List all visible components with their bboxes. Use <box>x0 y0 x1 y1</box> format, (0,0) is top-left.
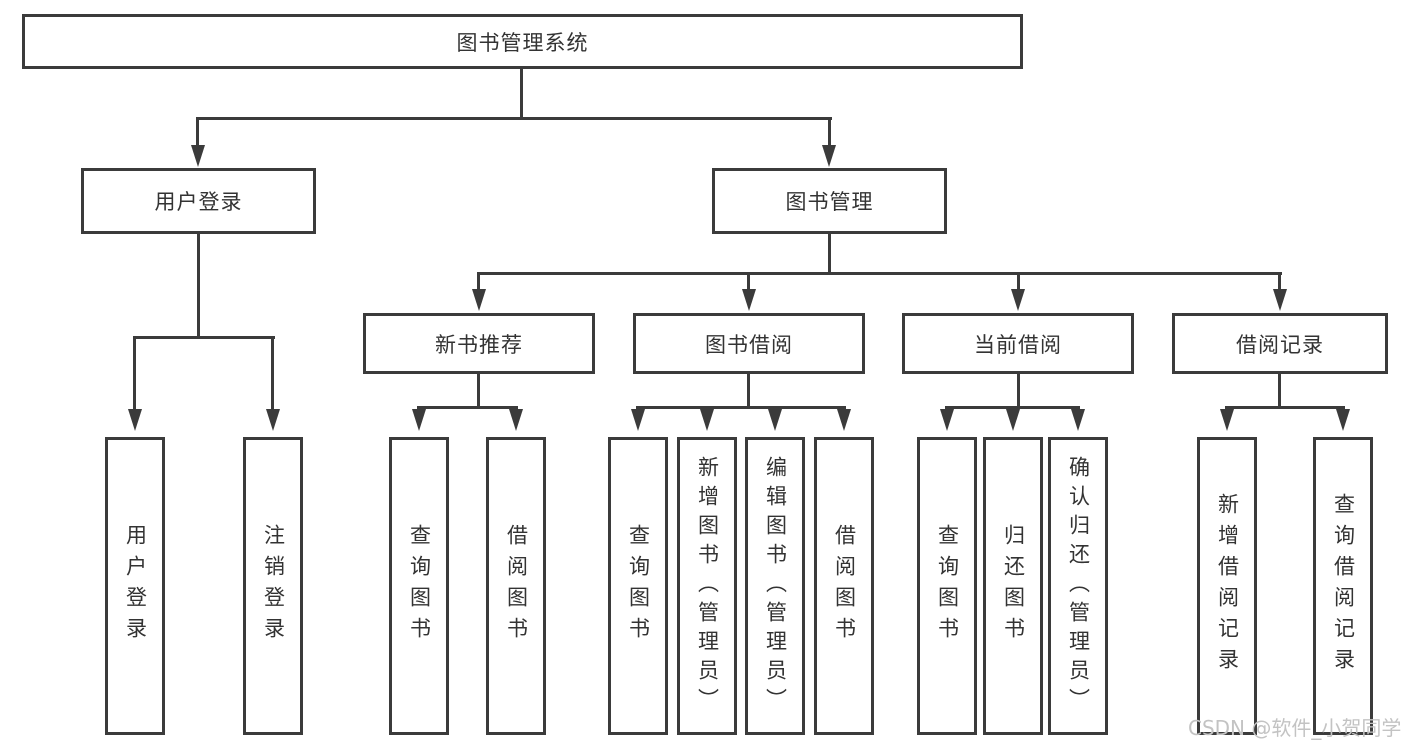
leaf-logout: 注销登录 <box>243 437 303 735</box>
leaf-current-return-books: 归还图书 <box>983 437 1043 735</box>
node-borrow-records-label: 借阅记录 <box>1236 332 1324 357</box>
leaf-borrow-lend-books-label: 借阅图书 <box>832 524 857 648</box>
leaf-records-add-record-label: 新增借阅记录 <box>1215 493 1240 679</box>
leaf-records-query-record: 查询借阅记录 <box>1313 437 1373 735</box>
arrow-leaf-borrow-query <box>631 409 645 431</box>
connector-root-distributor <box>196 117 832 120</box>
arrow-leaf-borrow-edit <box>768 409 782 431</box>
node-book-borrow-label: 图书借阅 <box>705 332 793 357</box>
leaf-borrow-query-books-label: 查询图书 <box>626 524 651 648</box>
connector-records-distributor <box>1225 406 1345 409</box>
leaf-logout-label: 注销登录 <box>261 524 286 648</box>
node-user-login-label: 用户登录 <box>154 190 243 214</box>
leaf-borrow-edit-books-admin: 编辑图书（管理员） <box>745 437 805 735</box>
connector-book-management-stem <box>828 234 831 275</box>
connector-current-stem <box>1017 374 1020 409</box>
arrow-leaf-borrow-add <box>700 409 714 431</box>
leaf-current-confirm-return-admin: 确认归还（管理员） <box>1048 437 1108 735</box>
arrow-user-login <box>191 145 205 167</box>
leaf-user-login-label: 用户登录 <box>123 524 148 648</box>
node-borrow-records: 借阅记录 <box>1172 313 1388 374</box>
arrow-records <box>1273 289 1287 311</box>
leaf-borrow-query-books: 查询图书 <box>608 437 668 735</box>
leaf-borrow-add-books-admin: 新增图书（管理员） <box>677 437 737 735</box>
leaf-current-query-books: 查询图书 <box>917 437 977 735</box>
node-book-management-label: 图书管理 <box>785 190 874 214</box>
node-book-borrow: 图书借阅 <box>633 313 865 374</box>
connector-borrow-distributor <box>636 406 846 409</box>
arrow-leaf-current-return <box>1006 409 1020 431</box>
connector-recommend-distributor <box>417 406 518 409</box>
leaf-current-return-books-label: 归还图书 <box>1001 524 1026 648</box>
leaf-recommend-query-books-label: 查询图书 <box>407 524 432 648</box>
arrow-leaf-records-query <box>1336 409 1350 431</box>
leaf-borrow-lend-books: 借阅图书 <box>814 437 874 735</box>
node-new-book-recommend-label: 新书推荐 <box>435 332 523 357</box>
arrow-leaf-current-confirm <box>1071 409 1085 431</box>
node-new-book-recommend: 新书推荐 <box>363 313 595 374</box>
connector-stem-recommend <box>477 275 480 291</box>
leaf-user-login: 用户登录 <box>105 437 165 735</box>
arrow-leaf-current-query <box>940 409 954 431</box>
leaf-recommend-query-books: 查询图书 <box>389 437 449 735</box>
connector-stem-book-management <box>828 120 831 147</box>
arrow-recommend <box>472 289 486 311</box>
arrow-leaf-borrow-lend <box>837 409 851 431</box>
leaf-records-query-record-label: 查询借阅记录 <box>1331 493 1356 679</box>
connector-root-stem <box>520 68 523 120</box>
leaf-recommend-borrow-books: 借阅图书 <box>486 437 546 735</box>
node-user-login: 用户登录 <box>81 168 316 234</box>
connector-stem-records <box>1278 275 1281 291</box>
leaf-recommend-borrow-books-label: 借阅图书 <box>504 524 529 648</box>
connector-borrow-stem <box>747 374 750 409</box>
leaf-current-query-books-label: 查询图书 <box>935 524 960 648</box>
leaf-borrow-add-books-admin-label: 新增图书（管理员） <box>695 455 720 717</box>
arrow-leaf-logout <box>266 409 280 431</box>
connector-stem-user-login <box>196 120 199 147</box>
node-root: 图书管理系统 <box>22 14 1023 69</box>
csdn-watermark: CSDN @软件_小贺同学 <box>1188 716 1402 740</box>
connector-stem-leaf-logout <box>271 339 274 409</box>
connector-stem-current <box>1017 275 1020 291</box>
connector-user-login-distributor <box>133 336 275 339</box>
arrow-leaf-recommend-borrow <box>509 409 523 431</box>
connector-user-login-stem <box>197 234 200 339</box>
arrow-book-management <box>822 145 836 167</box>
connector-stem-borrow <box>747 275 750 291</box>
connector-book-management-distributor <box>477 272 1282 275</box>
arrow-leaf-records-add <box>1220 409 1234 431</box>
node-book-management: 图书管理 <box>712 168 947 234</box>
connector-records-stem <box>1278 374 1281 409</box>
connector-current-distributor <box>945 406 1080 409</box>
arrow-leaf-login <box>128 409 142 431</box>
leaf-current-confirm-return-admin-label: 确认归还（管理员） <box>1066 455 1091 717</box>
arrow-current <box>1011 289 1025 311</box>
connector-stem-leaf-login <box>133 339 136 409</box>
arrow-leaf-recommend-query <box>412 409 426 431</box>
connector-recommend-stem <box>477 374 480 409</box>
node-current-borrow: 当前借阅 <box>902 313 1134 374</box>
leaf-records-add-record: 新增借阅记录 <box>1197 437 1257 735</box>
arrow-borrow <box>742 289 756 311</box>
node-root-label: 图书管理系统 <box>456 30 589 55</box>
node-current-borrow-label: 当前借阅 <box>974 332 1062 357</box>
leaf-borrow-edit-books-admin-label: 编辑图书（管理员） <box>763 455 788 717</box>
